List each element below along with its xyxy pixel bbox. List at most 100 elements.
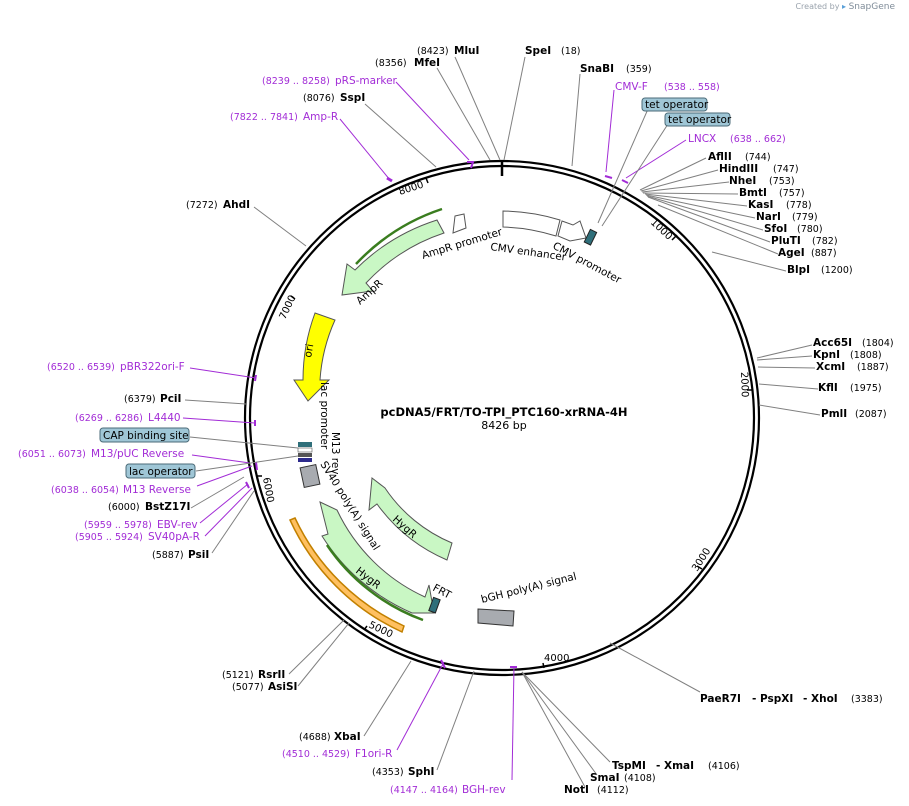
- primer-mark-amp-r: [386, 176, 393, 183]
- enzyme-kfli[interactable]: KflI: [818, 382, 838, 394]
- range-l4440: (6269 .. 6286): [75, 413, 143, 424]
- lead-cluster-bottom: [436, 670, 611, 788]
- box-lac-operator[interactable]: [125, 463, 196, 479]
- enzyme-mlui[interactable]: MluI: [454, 45, 479, 57]
- pos-pcii: (6379): [124, 394, 156, 405]
- primer-l4440[interactable]: L4440: [148, 412, 181, 424]
- enzyme-nari[interactable]: NarI: [756, 211, 781, 223]
- range-sv40pa-r: (5905 .. 5924): [75, 532, 143, 543]
- enzyme-sphi[interactable]: SphI: [408, 766, 434, 778]
- enzyme-blpi[interactable]: BlpI: [787, 264, 810, 276]
- feature-sv40-polya-signal[interactable]: [299, 463, 321, 489]
- lead-cluster-kpni: [756, 344, 821, 416]
- pos-spei: (18): [561, 46, 581, 57]
- box-tet-operator-2[interactable]: [664, 112, 731, 127]
- enzyme-xmai[interactable]: - XmaI: [656, 760, 694, 772]
- primer-mark-prs-marker: [467, 161, 475, 169]
- box-tet-operator-1[interactable]: [641, 97, 708, 112]
- feature-cmv-promoter[interactable]: CMV promoter: [551, 220, 624, 286]
- pos-asisi: (5077): [232, 682, 264, 693]
- lead-psii: [211, 490, 255, 554]
- lead-bgh-rev: [511, 665, 515, 781]
- enzyme-kpni[interactable]: KpnI: [813, 349, 840, 361]
- feature-frt[interactable]: FRT: [428, 582, 454, 614]
- primer-sv40pa-r[interactable]: SV40pA-R: [148, 531, 200, 543]
- enzyme-ahdi[interactable]: AhdI: [223, 199, 250, 211]
- enzyme-snabi[interactable]: SnaBI: [580, 63, 614, 75]
- enzyme-kasi[interactable]: KasI: [748, 199, 773, 211]
- backbone-outer-ring: [243, 159, 761, 677]
- lead-mfei: [436, 67, 491, 161]
- primer-pbr322ori-f[interactable]: pBR322ori-F: [120, 361, 185, 373]
- enzyme-noti[interactable]: NotI: [564, 784, 589, 796]
- primer-mark-f1ori-r: [440, 659, 446, 669]
- feature-hygr-inner[interactable]: HygR: [368, 477, 453, 561]
- primer-cmv-f[interactable]: CMV-F: [615, 81, 648, 93]
- pos-bmti: (757): [779, 188, 805, 199]
- enzyme-pluti[interactable]: PluTI: [771, 235, 801, 247]
- primer-bgh-rev[interactable]: BGH-rev: [462, 784, 506, 796]
- enzyme-mfei[interactable]: MfeI: [414, 57, 440, 69]
- primer-lncx[interactable]: LNCX: [688, 133, 716, 145]
- tick-6000: 6000: [257, 475, 275, 504]
- lead-asisi: [297, 622, 350, 687]
- enzyme-pspxi[interactable]: - PspXI: [752, 693, 793, 705]
- enzyme-xcmi[interactable]: XcmI: [816, 361, 845, 373]
- range-f1ori-r: (4510 .. 4529): [282, 749, 350, 760]
- enzyme-psii[interactable]: PsiI: [188, 549, 209, 561]
- plasmid-length: 8426 bp: [481, 419, 526, 432]
- box-cap-binding-site[interactable]: [99, 427, 190, 443]
- tick-1000: 1000: [648, 217, 678, 243]
- primer-mark-m13: [255, 461, 258, 471]
- lead-cluster-right: [639, 157, 787, 272]
- enzyme-aflii[interactable]: AflII: [708, 151, 732, 163]
- lead-sv40pa-r: [204, 487, 253, 537]
- primer-m13-puc-reverse[interactable]: M13/pUC Reverse: [91, 448, 184, 460]
- feature-orange-orf[interactable]: [288, 517, 405, 634]
- enzyme-paer7i[interactable]: PaeR7I: [700, 693, 741, 705]
- feature-lac-promoter-blocks[interactable]: [297, 442, 313, 462]
- enzyme-hindiii[interactable]: HindIII: [719, 163, 758, 175]
- primer-ebv-rev[interactable]: EBV-rev: [157, 519, 198, 531]
- enzyme-rsrii[interactable]: RsrII: [258, 669, 285, 681]
- credit-brand: SnapGene: [848, 2, 895, 12]
- label-ori: ori: [302, 343, 316, 359]
- lead-lncx: [625, 139, 687, 179]
- enzyme-pmli[interactable]: PmlI: [821, 408, 847, 420]
- enzyme-agei[interactable]: AgeI: [778, 247, 805, 259]
- enzyme-bstz17i[interactable]: BstZ17I: [145, 501, 190, 513]
- lead-pbr322ori-f: [189, 367, 257, 379]
- pos-smai: (4108): [624, 773, 656, 784]
- tick-label-4000: 4000: [544, 653, 569, 664]
- primer-prs-marker[interactable]: pRS-marker: [335, 75, 398, 87]
- pos-nari: (779): [792, 212, 818, 223]
- feature-tet-operator-block[interactable]: [583, 228, 598, 246]
- tick-label-6000: 6000: [260, 477, 275, 504]
- pos-xhoi: (3383): [851, 694, 883, 705]
- primer-m13-reverse[interactable]: M13 Reverse: [123, 484, 191, 496]
- enzyme-sfoi[interactable]: SfoI: [764, 223, 787, 235]
- enzyme-tspmi[interactable]: TspMI: [612, 760, 646, 772]
- enzyme-bmti[interactable]: BmtI: [739, 187, 767, 199]
- enzyme-xbai[interactable]: XbaI: [334, 731, 361, 743]
- enzyme-xhoi[interactable]: - XhoI: [803, 693, 838, 705]
- enzyme-sspi[interactable]: SspI: [340, 92, 365, 104]
- feature-hygr-outer[interactable]: HygR: [319, 501, 435, 614]
- enzyme-smai[interactable]: SmaI: [590, 772, 620, 784]
- lead-spei: [503, 56, 526, 161]
- enzyme-acc65i[interactable]: Acc65I: [813, 337, 852, 349]
- pos-xcmi: (1887): [857, 362, 889, 373]
- enzyme-nhei[interactable]: NheI: [729, 175, 756, 187]
- primer-mark-ebv-rev: [245, 481, 250, 489]
- enzyme-asisi[interactable]: AsiSI: [268, 681, 297, 693]
- enzyme-pcii[interactable]: PciI: [160, 393, 181, 405]
- enzyme-spei[interactable]: SpeI: [525, 45, 551, 57]
- feature-bgh-polya-signal[interactable]: bGH poly(A) signal: [477, 571, 578, 627]
- feature-ori[interactable]: ori: [293, 312, 336, 402]
- range-cmv-f: (538 .. 558): [664, 82, 720, 93]
- primer-f1ori-r[interactable]: F1ori-R: [355, 748, 392, 760]
- box-label-tet-operator-2: tet operator: [668, 114, 732, 126]
- range-lncx: (638 .. 662): [730, 134, 786, 145]
- primer-amp-r[interactable]: Amp-R: [303, 111, 338, 123]
